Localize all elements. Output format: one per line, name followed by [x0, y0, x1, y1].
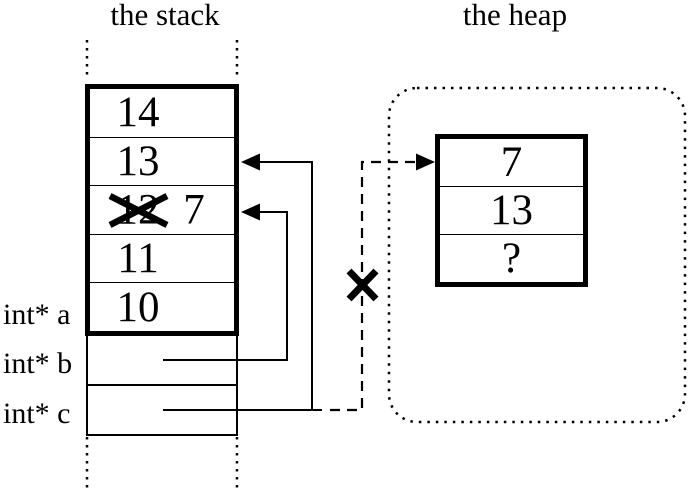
stack-cell-crossed: 12 7 [90, 185, 234, 234]
var-label-a: int* a [3, 298, 71, 331]
stack-cell: 11 [90, 233, 234, 283]
stack-cell-value: 11 [117, 235, 159, 283]
dangling-pointer-arrowhead-icon [416, 153, 435, 171]
heap-title: the heap [462, 0, 568, 32]
heap-cell-value: 7 [500, 139, 523, 186]
heap-cell-value: ? [501, 235, 522, 282]
stack-cell: 13 [90, 136, 234, 186]
var-label-c: int* c [3, 397, 71, 430]
stack-cell-value: 13 [116, 137, 160, 185]
stack-cell-old-value: 12 [116, 186, 160, 234]
stack-cell-new-value: 7 [183, 186, 205, 234]
stack-cell-value: 10 [116, 283, 160, 331]
pointer-c-arrowhead-icon [241, 153, 260, 171]
pointer-c-line [260, 161, 313, 410]
pointer-cell-c [86, 386, 238, 436]
stack-frame-box: 14 13 12 7 11 10 [85, 84, 239, 336]
dangling-pointer-dashed-line [330, 160, 416, 412]
stack-cell-value: 14 [116, 89, 160, 137]
stack-title: the stack [110, 0, 220, 32]
pointer-b-arrowhead-icon [241, 203, 260, 221]
heap-block-box: 7 13 ? [435, 134, 588, 287]
dangling-x-icon [346, 268, 379, 302]
heap-cell: 13 [440, 186, 583, 234]
heap-cell: 7 [440, 139, 583, 186]
heap-cell-value: 13 [490, 187, 533, 234]
var-label-b: int* b [3, 347, 73, 380]
heap-cell: ? [440, 234, 583, 282]
stack-cell: 10 [90, 282, 234, 331]
pointer-cell-b [86, 336, 238, 386]
stack-cell: 14 [90, 89, 234, 137]
